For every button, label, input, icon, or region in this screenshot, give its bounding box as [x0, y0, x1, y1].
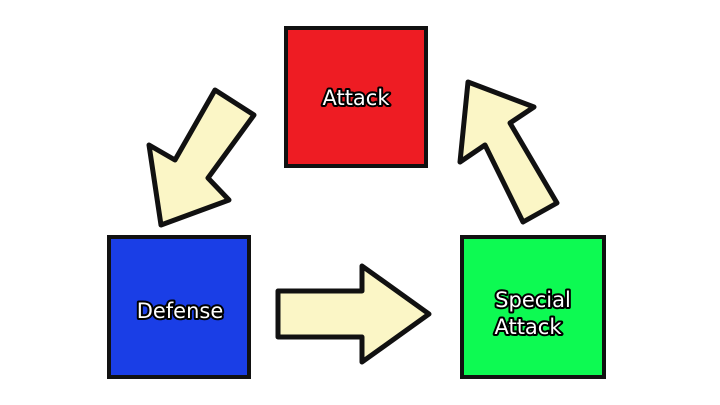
attack-label: Attack — [322, 86, 390, 110]
defense-label: Defense — [137, 299, 224, 323]
arrow-defense-to-special-attack — [275, 263, 432, 365]
special-attack-label-line2: Attack — [494, 315, 562, 339]
attack-node — [284, 26, 428, 168]
arrow-attack-to-defense — [146, 87, 257, 228]
special-attack-node — [460, 235, 606, 379]
special-attack-label-line1: Special — [495, 288, 571, 312]
arrow-special-attack-to-attack — [457, 79, 560, 225]
defense-node — [107, 235, 251, 379]
